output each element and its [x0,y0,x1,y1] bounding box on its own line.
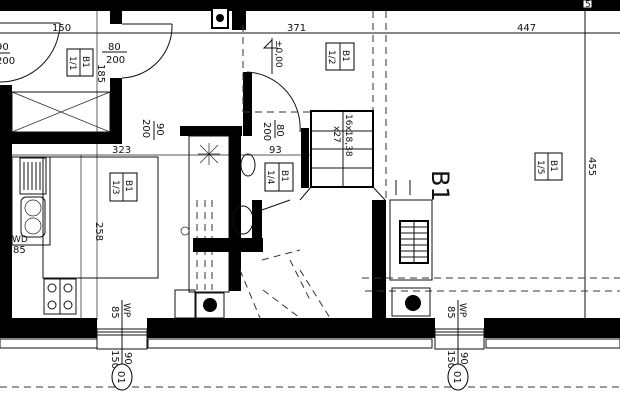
level-value: ±0,00 [273,40,283,68]
room-tag-1-3: B1 1/3 [109,172,138,202]
stair-edge [261,199,291,211]
room-number: 1/2 [326,50,336,64]
dim-mid-width: 323 [112,145,131,156]
window-height: 150 [109,350,120,369]
wall [0,132,122,144]
dim-corner: 5 [585,0,591,10]
door-swing [0,22,61,83]
room-zone: B1 [123,180,133,192]
washing-machine-icon [391,287,431,317]
sink [19,157,47,195]
dim-kitchen-depth: 258 [93,222,104,241]
vent-icon-center [216,14,224,22]
window-tag-number: 01 [451,371,462,384]
room-number: 1/4 [265,170,275,185]
wall [0,144,12,319]
dim-right-height: 455 [586,157,597,176]
room-number: 1/3 [110,180,120,194]
door-2-width: 80 [108,42,121,53]
bottom-wall [0,318,97,338]
drain-icon [180,226,190,236]
window[interactable] [434,328,485,350]
zone-label: B1 [426,170,454,202]
radiator-icon [399,220,429,264]
sink-basin [20,196,46,238]
level-marker: ±0,00 [262,38,283,74]
window-wp-label: WP [121,303,131,318]
dim-top-mid: 371 [287,23,306,34]
washing-machine-icon [174,289,225,319]
stair-tread: x27 [331,126,341,143]
room-number: 1/5 [535,160,545,174]
door-swing [121,23,173,79]
facade-line [0,338,98,349]
dim-bath-width: 93 [269,145,282,156]
door-1-width: 90 [0,42,9,53]
wd-value: 85 [13,245,26,256]
door-2-height: 200 [106,55,125,66]
shaft [11,91,111,133]
window-tag-number: 01 [115,371,126,384]
door-1-height: 200 [0,56,15,67]
wall [110,78,122,144]
wall [193,238,263,252]
room-zone: B1 [340,50,350,62]
door-3-height: 200 [140,119,151,138]
basin-bowl [24,199,42,217]
room-zone: B1 [80,56,90,68]
stair-below-outline [239,249,331,319]
door-swing [246,71,301,133]
window-width: 90 [458,352,469,365]
top-wall [0,0,620,11]
room-zone: B1 [548,160,558,172]
washbasin [240,153,256,177]
window-tag-1: WP 85 90 150 01 [109,300,133,391]
dim-left-wall: 185 [95,64,106,83]
window-sill: 85 [445,306,456,319]
dim-top-left: 150 [52,23,71,34]
staircase: 16x18,38 x27 [299,110,386,201]
wall [229,126,241,291]
light-icon [198,143,220,165]
door-3-width: 90 [154,123,165,136]
kitchen-counter [11,156,51,246]
bottom-wall [484,318,620,338]
room-tag-1-4: B1 1/4 [264,162,294,192]
stove [43,278,77,315]
room-tag-1-1: B1 1/1 [66,48,94,77]
wall [301,128,309,188]
room-tag-1-5: B1 1/5 [534,152,563,181]
wall [0,85,12,145]
facade-line [147,338,433,349]
room-number: 1/1 [67,56,77,70]
wall-column [232,0,246,30]
window-wp-label: WP [457,303,467,318]
window-height: 150 [445,350,456,369]
kitchen-island [42,156,159,279]
basin-bowl [24,217,42,235]
window-width: 90 [122,352,133,365]
dim-top-right: 447 [517,23,536,34]
wall [252,200,262,252]
bathroom-area [188,135,230,293]
wall-column [110,0,122,24]
shower-tray [389,199,433,281]
drainer-icon [23,162,41,190]
shaft-cross [11,91,111,133]
room-zone: B1 [279,170,289,182]
wall [372,200,386,318]
window-tag-2: WP 85 90 150 01 [445,300,469,391]
bottom-wall [147,318,435,338]
door-4-height: 200 [261,122,272,141]
room-tag-1-2: B1 1/2 [325,42,355,71]
wd-label: WD [12,235,28,245]
door-4-width: 80 [274,124,285,137]
corner-box [582,0,593,9]
facade-line [485,338,620,349]
stair-label: 16x18,38 [343,114,353,157]
wall [243,72,252,136]
window-sill: 85 [109,306,120,319]
wall [180,126,242,136]
